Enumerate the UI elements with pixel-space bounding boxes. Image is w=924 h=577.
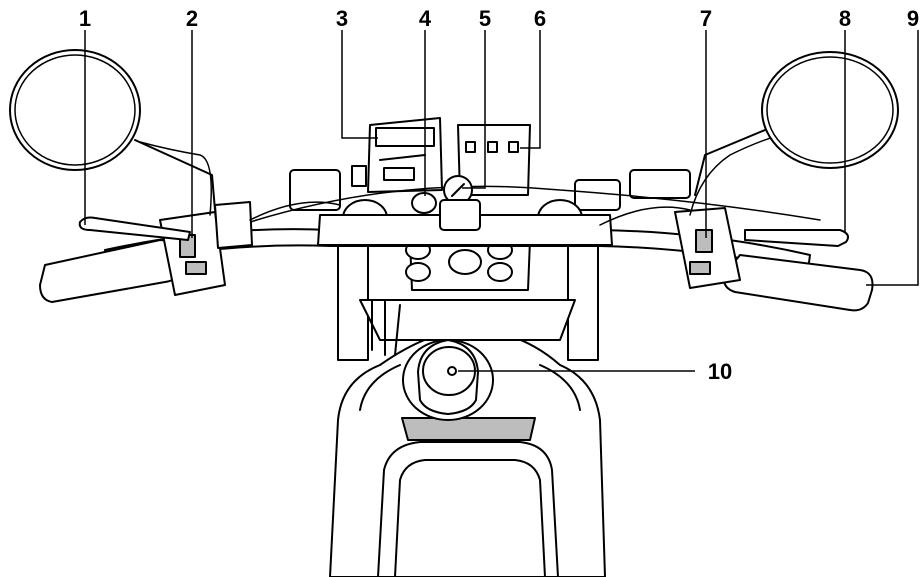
clutch-lever [78,216,191,241]
callout-8: 8 [839,6,851,31]
callout-1: 1 [79,6,91,31]
leader-lines [84,30,919,372]
main-switch [411,175,481,231]
callout-9: 9 [907,6,919,31]
left-mirror [9,49,216,211]
callout-labels: 1 2 3 4 5 6 7 8 9 10 [79,6,919,384]
callout-7: 7 [700,6,712,31]
brake-lever [744,229,849,247]
right-mirror [694,51,899,196]
right-grip [722,254,874,312]
steering-stem [337,239,599,361]
instrument-panel [351,117,531,196]
fuel-tank-cap [402,339,494,421]
callout-10: 10 [708,359,732,384]
callout-6: 6 [534,6,546,31]
callout-2: 2 [186,6,198,31]
callout-5: 5 [479,6,491,31]
callout-3: 3 [336,6,348,31]
callout-4: 4 [419,6,432,31]
right-switch-housing [674,207,741,289]
